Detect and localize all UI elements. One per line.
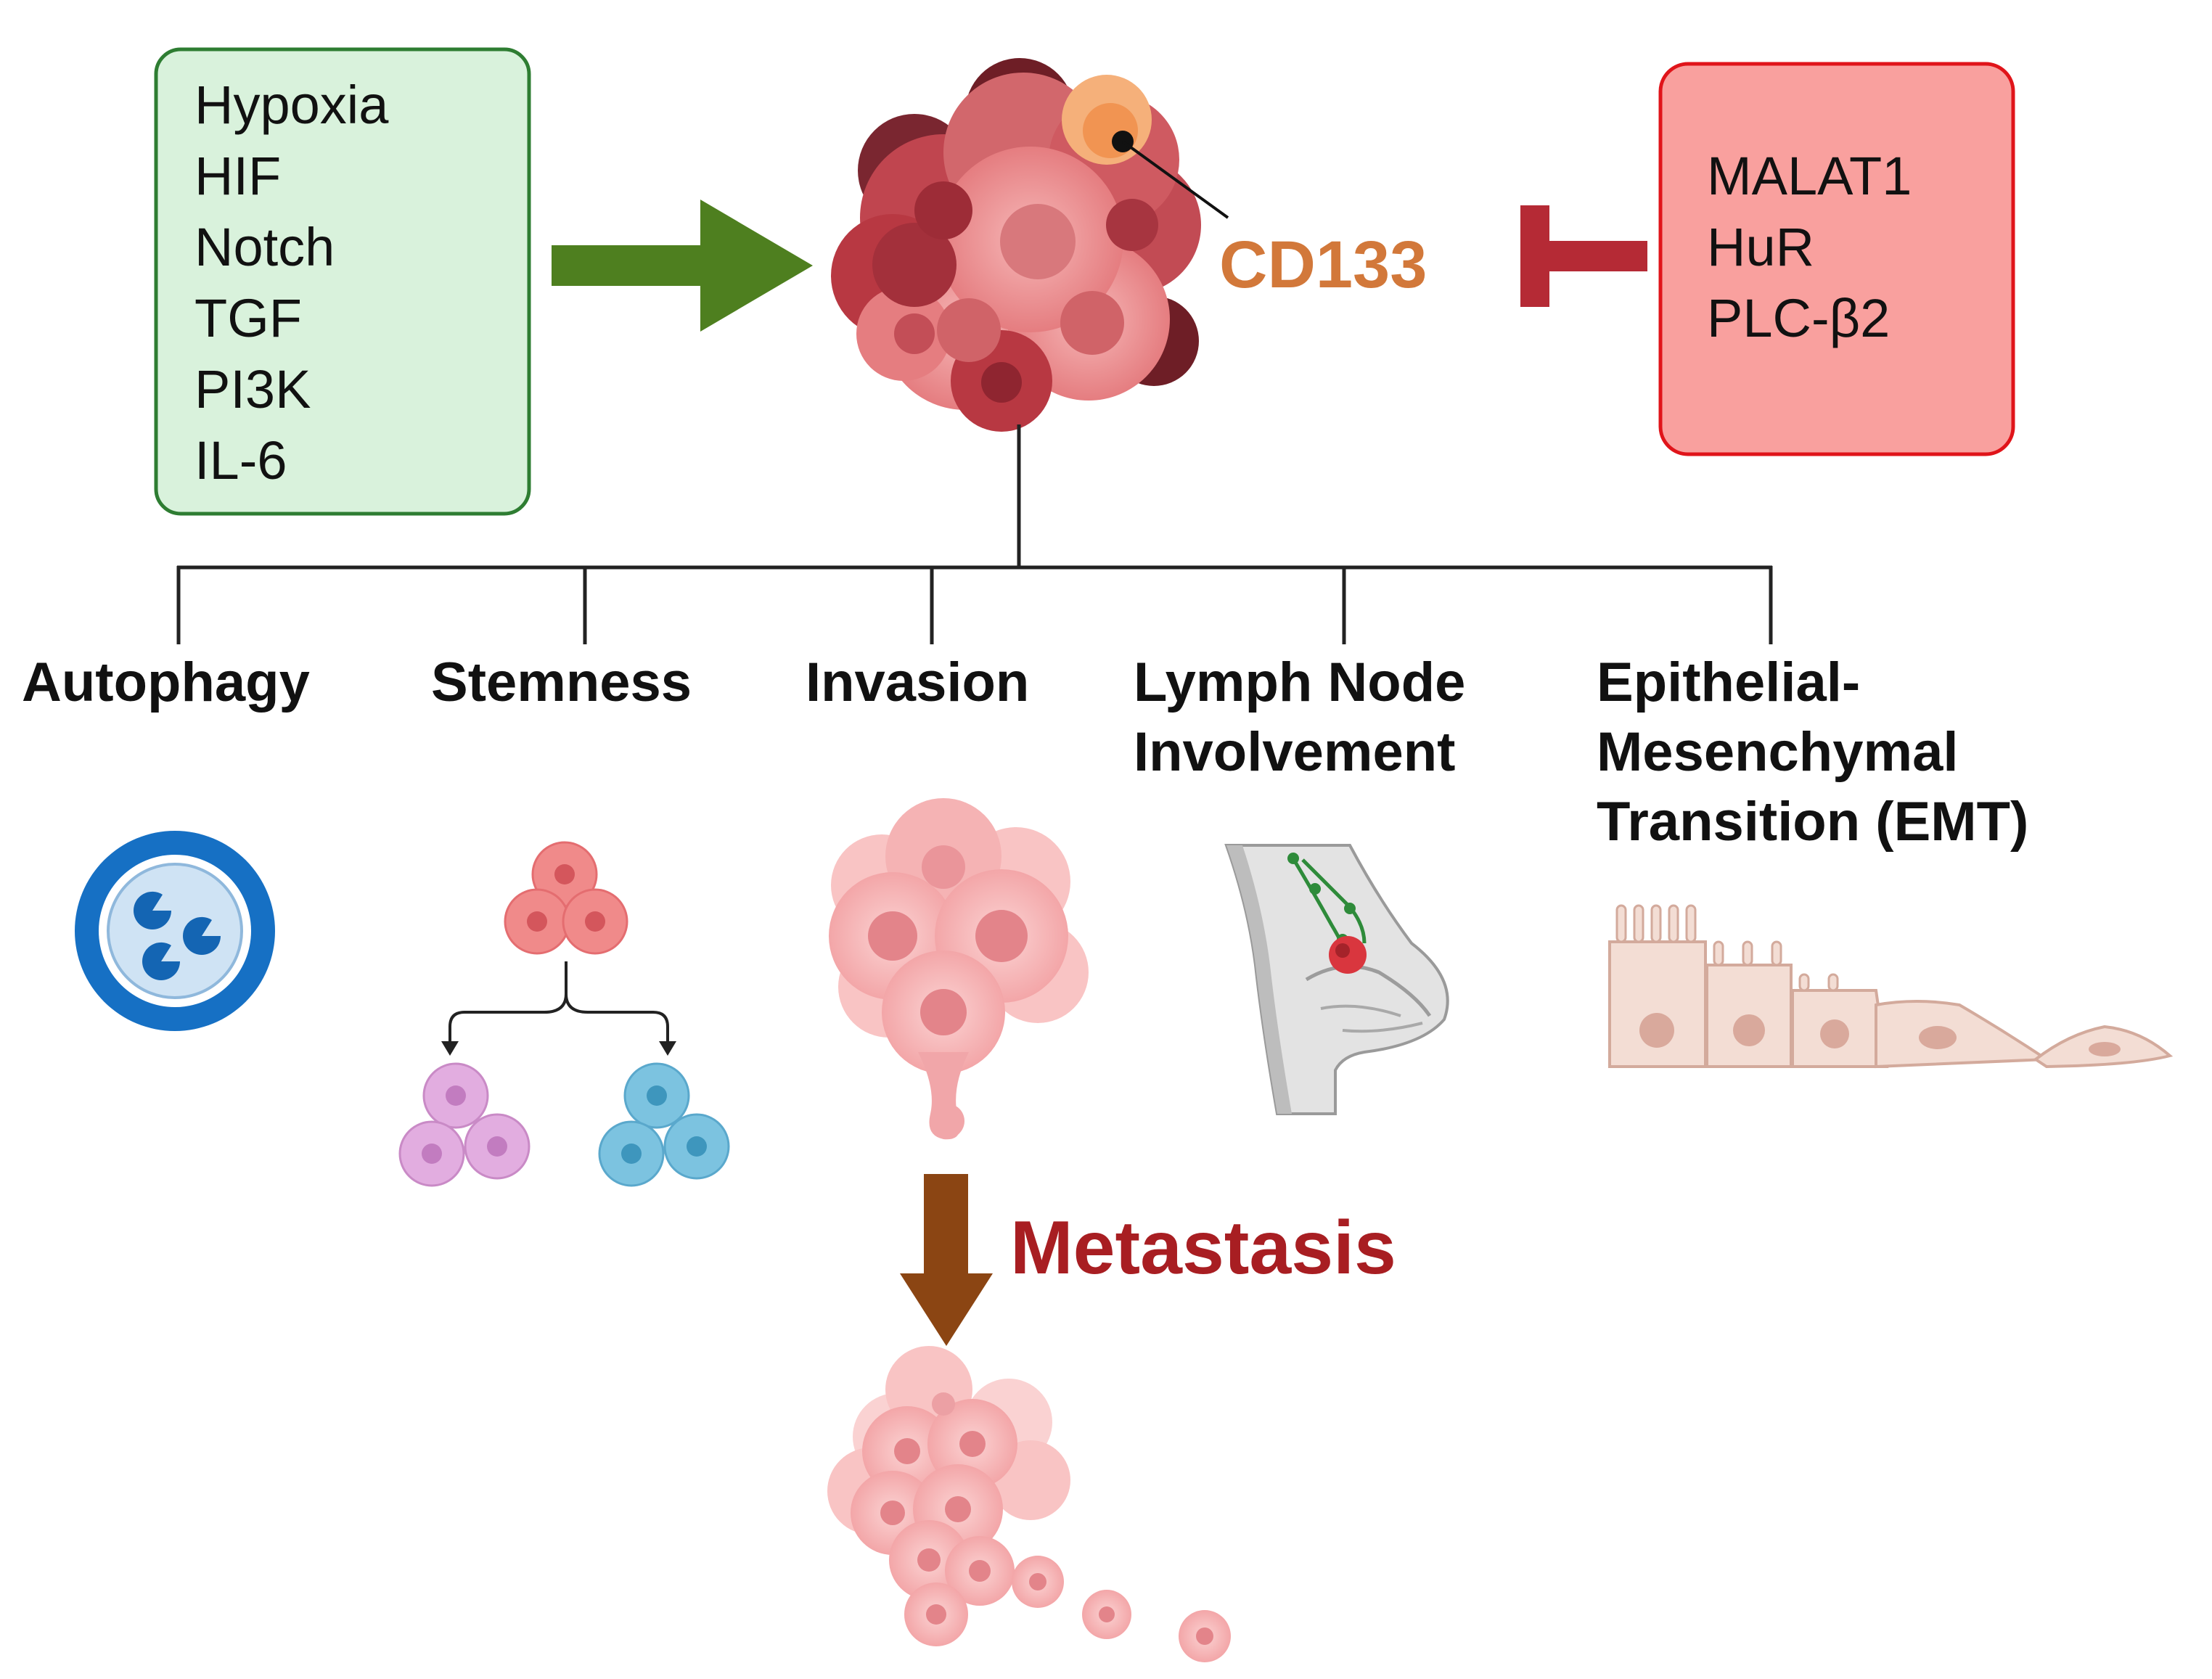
breast-lymph-node-icon (1224, 844, 1449, 1115)
activator-tgf: TGF (194, 288, 302, 348)
outcome-branch-tree (176, 424, 1773, 644)
outcome-emt-label-line2: Mesenchymal (1597, 721, 1958, 783)
metastasis-label: Metastasis (1010, 1206, 1396, 1290)
activators-box: Hypoxia HIF Notch TGF PI3K IL-6 (154, 47, 531, 516)
emt-cells-icon (1608, 904, 2174, 1069)
outcome-autophagy-label: Autophagy (22, 652, 310, 713)
inhibitor-plc-beta2: PLC-β2 (1707, 288, 1890, 348)
activator-notch: Notch (194, 217, 335, 277)
outcome-invasion-label: Invasion (806, 652, 1029, 713)
invading-tumor-icon (829, 798, 1089, 1140)
outcome-emt-label-line3: Transition (EMT) (1597, 791, 2028, 853)
inhibitor-malat1: MALAT1 (1707, 146, 1912, 206)
activator-pi3k: PI3K (194, 359, 311, 419)
outcome-stemness-label: Stemness (431, 652, 692, 713)
metastasis-arrow (900, 1174, 993, 1346)
autophagy-icon (75, 831, 275, 1031)
cancer-stem-cell-tumor-icon (831, 58, 1201, 432)
outcome-lymph-node-label-line2: Involvement (1134, 721, 1455, 783)
inhibitor-hur: HuR (1707, 217, 1814, 277)
activator-hif: HIF (194, 146, 281, 206)
outcome-emt-label-line1: Epithelial- (1597, 652, 1860, 713)
outcome-lymph-node-label-line1: Lymph Node (1134, 652, 1465, 713)
cd133-pointer-line (1121, 140, 1229, 219)
activator-hypoxia: Hypoxia (194, 75, 389, 135)
activator-il6: IL-6 (194, 430, 287, 490)
stem-cell-differentiation-icon (398, 841, 730, 1187)
activation-arrow (552, 200, 813, 332)
inhibitors-box: MALAT1 HuR PLC-β2 (1658, 62, 2015, 456)
cd133-label: CD133 (1219, 228, 1427, 302)
inhibition-arrow (1520, 205, 1647, 307)
metastatic-cluster-icon (827, 1346, 1231, 1662)
